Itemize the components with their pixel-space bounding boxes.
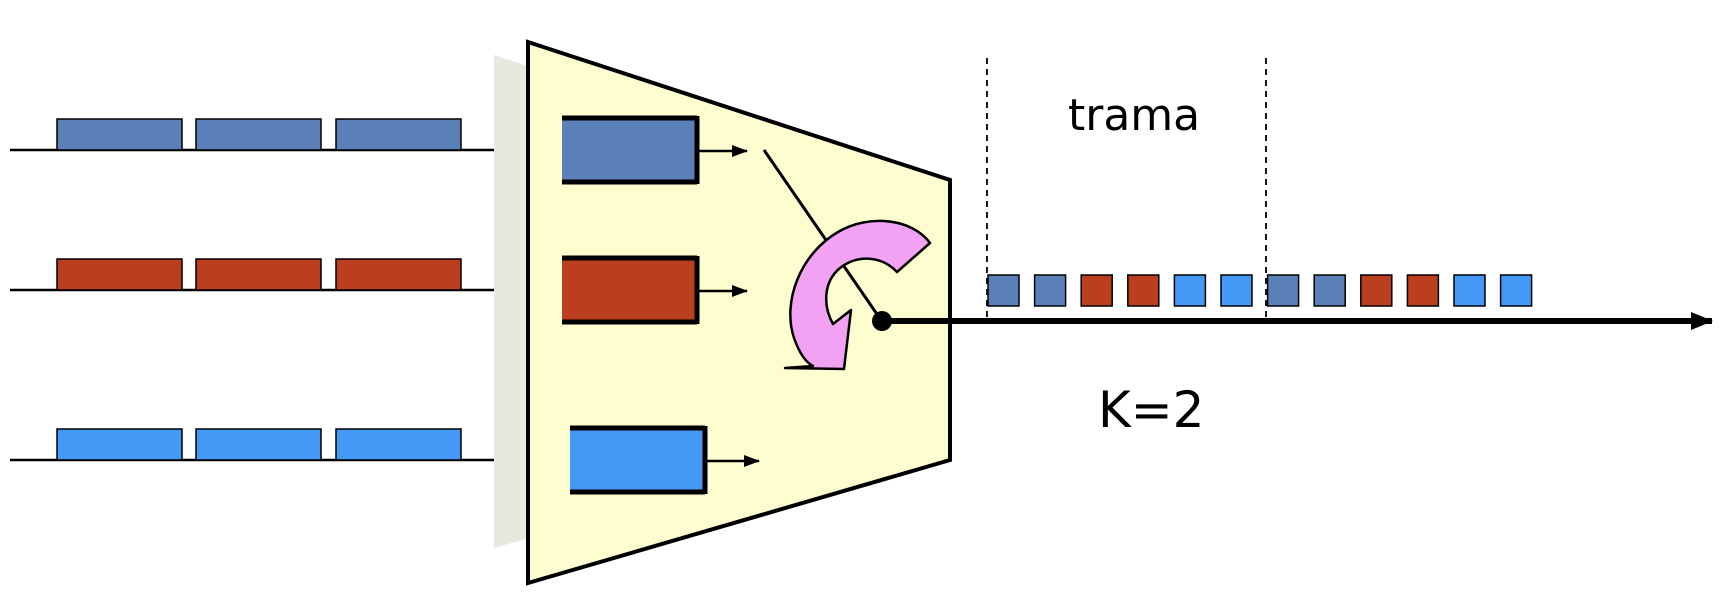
output-slot xyxy=(1360,274,1393,307)
input-packet xyxy=(335,258,462,291)
output-slot xyxy=(1220,274,1253,307)
input-flows xyxy=(10,118,528,466)
output-slot xyxy=(1453,274,1486,307)
rotation-arrow-icon xyxy=(783,219,932,371)
output-slots xyxy=(987,274,1533,307)
output-slot xyxy=(1313,274,1346,307)
input-packet xyxy=(335,118,462,151)
input-packet xyxy=(195,428,322,461)
output-slot xyxy=(1080,274,1113,307)
input-packet xyxy=(56,258,183,291)
input-packet xyxy=(195,118,322,151)
input-packet xyxy=(56,118,183,151)
k-label: K=2 xyxy=(1098,381,1205,439)
selector-pointer-line xyxy=(762,149,883,321)
output-slot xyxy=(987,274,1020,307)
buffer-queue xyxy=(562,118,697,182)
frame-label: trama xyxy=(1068,90,1200,141)
output-slot xyxy=(1499,274,1533,307)
buffer-queue xyxy=(570,428,705,492)
output-slot xyxy=(1033,274,1067,307)
input-packet xyxy=(335,428,462,461)
input-packet xyxy=(56,428,183,461)
output-slot xyxy=(1173,274,1207,307)
output-slot xyxy=(1127,274,1160,307)
input-packet xyxy=(195,258,322,291)
output-slot xyxy=(1406,274,1440,307)
buffer-queues xyxy=(562,115,760,495)
buffer-queue xyxy=(562,258,697,322)
output-slot xyxy=(1266,274,1300,307)
